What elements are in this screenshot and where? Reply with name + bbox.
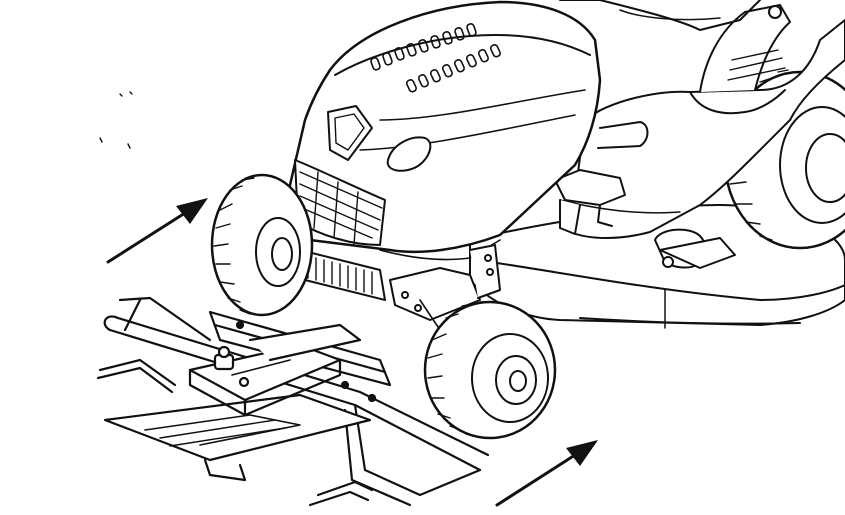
direction-arrow-left	[106, 198, 208, 264]
headlight-right	[386, 136, 432, 172]
hood-vent-slots	[370, 23, 501, 93]
mower-deck	[469, 204, 845, 329]
front-axle-bracket	[389, 244, 501, 341]
headlight-left	[327, 105, 373, 161]
front-grille	[294, 159, 386, 246]
pedal-assembly	[554, 121, 649, 235]
motion-marks	[99, 91, 133, 149]
tractor-hood	[288, 0, 602, 301]
direction-arrow-right	[495, 440, 598, 507]
tractor-body	[559, 0, 845, 239]
bumper-vents	[299, 249, 386, 301]
front-left-wheel	[210, 173, 314, 317]
lift-frame	[96, 296, 490, 507]
front-right-wheel	[423, 300, 557, 440]
